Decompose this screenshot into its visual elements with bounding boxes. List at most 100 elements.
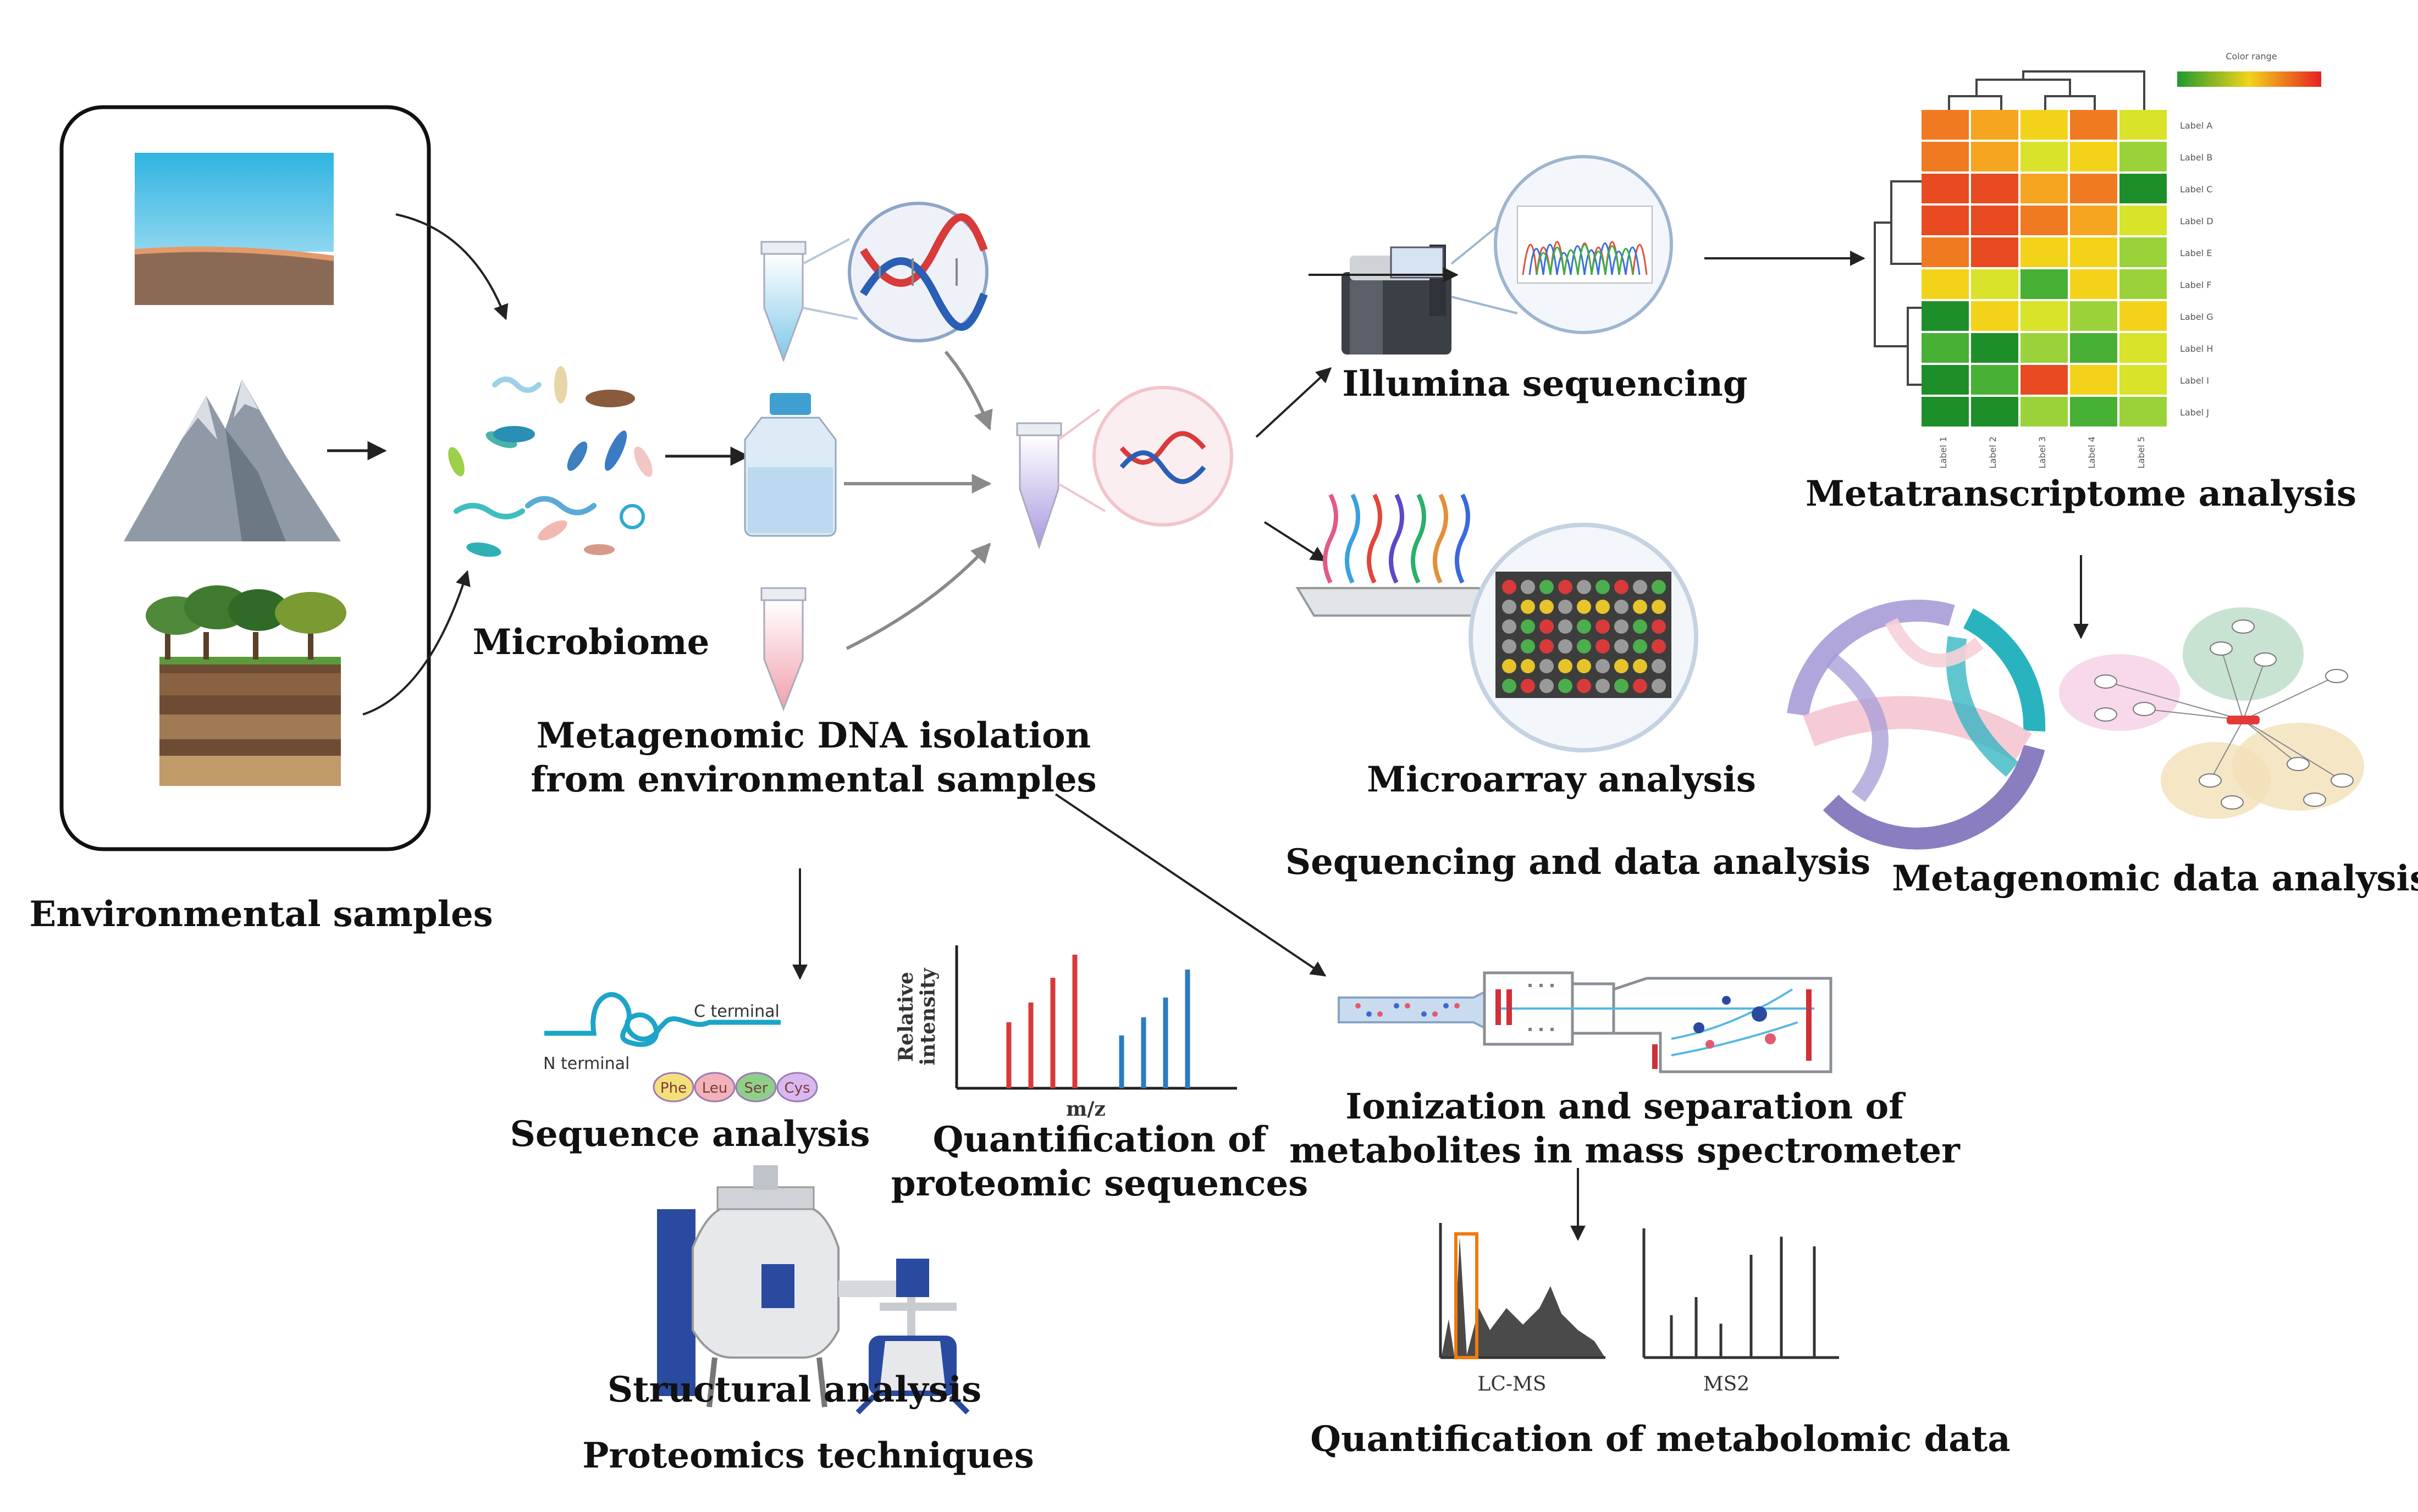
microarray-spot [1596,580,1610,594]
microarray-spot [1539,580,1554,594]
microarray-spot [1558,639,1572,653]
ionization-label-line1: Ionization and separation of [1345,1086,1906,1127]
microarray-spot [1633,659,1647,673]
microarray-spot [1633,619,1647,634]
heatmap-cell [2119,365,2167,395]
heatmap-cell [2119,333,2167,363]
heatmap-legend-title: Color range [2226,51,2277,62]
amino-acid-label: Cys [784,1080,810,1096]
microarray-spot [1596,600,1610,614]
heatmap-cell [1971,206,2018,235]
microarray-spot [1614,600,1628,614]
proteomic-ylabel-line1: Relative [895,972,918,1062]
soil-sample-icon [146,585,346,786]
c-terminal-label: C terminal [694,1002,780,1021]
mountain-sample-icon [124,379,341,541]
sequencing-data-analysis-label: Sequencing and data analysis [1285,841,1870,883]
bottle-icon [744,393,837,537]
heatmap-cell [2020,365,2068,395]
dna-isolation-label-line2: from environmental samples [531,759,1096,800]
microarray-spot [1521,679,1535,693]
heatmap-cell [2070,333,2117,363]
heatmap-cell [1922,333,1969,363]
microarray-spot [1633,600,1647,614]
heatmap-row-label: Label E [2180,248,2212,258]
heatmap-cell [1922,206,1969,235]
microarray-spot [1539,659,1554,673]
quant-proteomic-label-line2: proteomic sequences [891,1163,1308,1204]
heatmap-cell [2020,301,2068,331]
microarray-spot [1633,580,1647,594]
microarray-spots [1502,580,1666,693]
microarray-spot [1652,619,1666,634]
microarray-spot [1596,639,1610,653]
heatmap-cell [2119,206,2167,235]
microarray-spot [1652,580,1666,594]
microarray-spot [1502,679,1516,693]
heatmap-cell [1922,301,1969,331]
microarray-spot [1577,600,1591,614]
proteomic-ylabel-line2: intensity [917,967,940,1065]
microarray-spot [1577,659,1591,673]
ms2-bars [1670,1237,1816,1358]
microarray-spot [1502,619,1516,634]
microarray-spot [1521,659,1535,673]
microarray-spot [1539,600,1554,614]
heatmap-cell [1971,110,2018,140]
heatmap-cell [2020,237,2068,267]
chord-diagram-icon [1787,600,2046,850]
arrow-to-microarray [1263,521,1327,562]
lcms-selected-peak-box [1454,1232,1478,1359]
microarray-spot [1652,600,1666,614]
proteomic-xlabel: m/z [1066,1098,1106,1121]
heatmap-row-label: Label C [2180,184,2212,195]
metatranscriptome-label: Metatranscriptome analysis [1806,473,2356,514]
microarray-spot [1652,639,1666,653]
microarray-spot [1521,639,1535,653]
arrow-water-to-microbiome [395,213,509,320]
heatmap-row-label: Label D [2180,216,2213,226]
pink-tube-icon [760,587,807,712]
microarray-spot [1502,580,1516,594]
heatmap-row-label: Label H [2180,344,2213,354]
illumina-sequencer-illustration [1309,155,1673,355]
microbiome-illustration [448,366,653,557]
heatmap-cell [2070,365,2117,395]
structural-analysis-label: Structural analysis [608,1369,981,1410]
microarray-spot [1652,679,1666,693]
microarray-spot [1614,619,1628,634]
microarray-spot [1502,639,1516,653]
proteomics-techniques-label: Proteomics techniques [582,1435,1034,1476]
heatmap-col-label: Label 3 [2037,436,2047,468]
dna-helix-icon [860,213,988,331]
microarray-spot [1577,679,1591,693]
mass-spectrometer-illustration [1338,971,1832,1073]
probe-strands [1323,494,1470,584]
heatmap-cell [2070,237,2117,267]
heatmap-cell [2119,237,2167,267]
heatmap-cell [1971,237,2018,267]
arrow-soil-to-microbiome [362,570,471,716]
heatmap-cell [1922,237,1969,267]
microarray-spot [1614,679,1628,693]
microarray-spot [1577,580,1591,594]
microarray-illustration [1295,494,1698,752]
heatmap-cell [1922,397,1969,427]
microarray-label: Microarray analysis [1367,759,1756,800]
microarray-spot [1614,659,1628,673]
ionization-label-line2: metabolites in mass spectrometer [1289,1130,1961,1171]
heatmap-cells [1922,110,2167,427]
amino-acid-bead [653,1072,694,1103]
amino-acid-bead [694,1072,736,1103]
microarray-spot [1521,580,1535,594]
heatmap-row-label: Label J [2180,407,2209,418]
ms2-label: MS2 [1703,1373,1749,1395]
chromatogram-icon [1517,206,1653,284]
arrow-to-illumina [1255,367,1332,438]
dna-isolation-label-line1: Metagenomic DNA isolation [537,715,1091,756]
microarray-spot [1577,639,1591,653]
